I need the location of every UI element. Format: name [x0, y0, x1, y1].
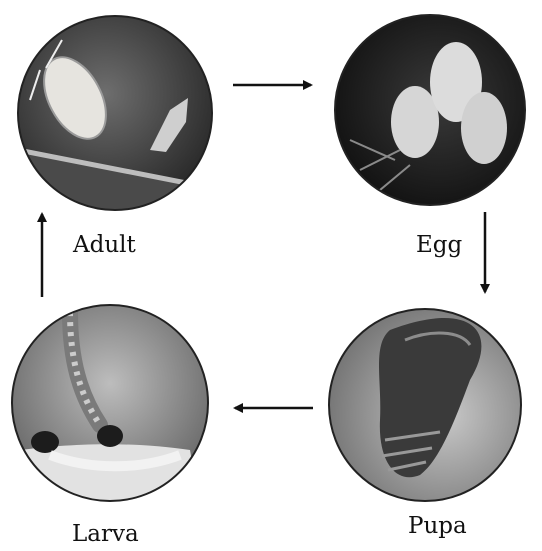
egg-photo: [335, 15, 525, 205]
pupa-photo: [329, 309, 521, 501]
stage-label-larva: Larva: [72, 523, 139, 546]
stage-label-adult: Adult: [73, 234, 136, 257]
larva-photo: [12, 305, 208, 510]
stage-label-egg: Egg: [416, 234, 462, 257]
stage-label-pupa: Pupa: [408, 515, 467, 538]
adult-photo: [18, 16, 212, 215]
